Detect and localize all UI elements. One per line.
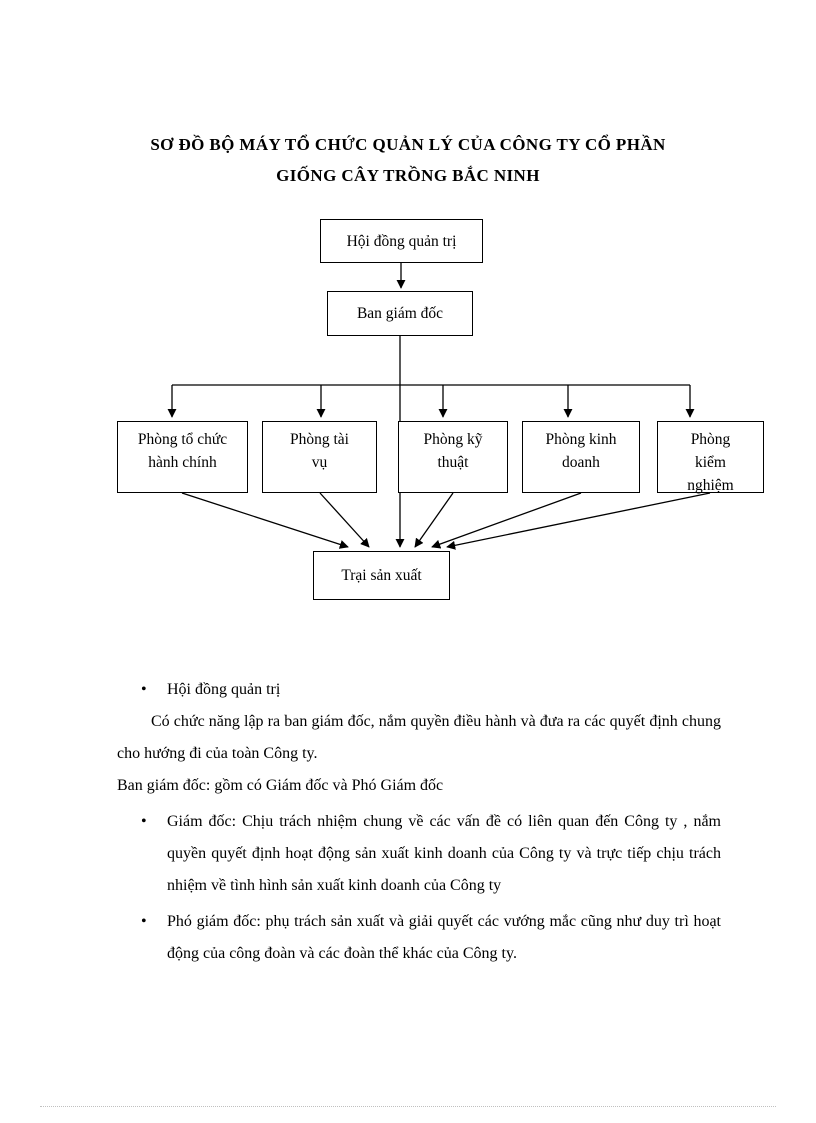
org-box-dept-business: Phòng kinh doanh [522,421,640,493]
org-box-dept-testing: Phòng kiểm nghiệm [657,421,764,494]
org-box-dept-business-label: Phòng kinh doanh [545,431,617,471]
org-box-board: Hội đồng quản trị [320,219,483,263]
org-box-production-label: Trại sản xuất [341,567,422,584]
page-title-line2: GIỐNG CÂY TRỒNG BẮC NINH [276,166,540,185]
org-box-board-label: Hội đồng quản trị [346,232,457,250]
org-box-management-label: Ban giám đốc [356,305,444,322]
page-title-line1: SƠ ĐỒ BỘ MÁY TỔ CHỨC QUẢN LÝ CỦA CÔNG TY… [150,135,666,154]
board-description: Có chức năng lập ra ban giám đốc, nắm qu… [117,713,721,762]
org-box-dept-admin-label: Phòng tổ chức hành chính [137,431,228,471]
org-box-dept-finance-label: Phòng tài vụ [290,431,349,471]
body-text: Hội đồng quản trị Có chức năng lập ra ba… [117,674,721,970]
list-item-board-label: Hội đồng quản trị [167,681,281,698]
org-box-management: Ban giám đốc [327,291,473,336]
list-item-deputy-label: Phó giám đốc: phụ trách sản xuất và giải… [167,913,721,962]
org-box-dept-technical-label: Phòng kỹ thuật [423,431,483,471]
org-box-dept-admin: Phòng tổ chức hành chính [117,421,248,493]
list-item-director-label: Giám đốc: Chịu trách nhiệm chung về các … [167,813,721,894]
org-box-dept-testing-label: Phòng kiểm nghiệm [687,431,734,494]
footer-divider [40,1106,776,1107]
list-item-director: Giám đốc: Chịu trách nhiệm chung về các … [117,806,721,902]
list-item-board: Hội đồng quản trị [117,674,721,706]
org-box-dept-technical: Phòng kỹ thuật [398,421,508,493]
list-item-deputy: Phó giám đốc: phụ trách sản xuất và giải… [117,906,721,970]
org-box-production: Trại sản xuất [313,551,450,600]
org-box-dept-finance: Phòng tài vụ [262,421,377,493]
page-title: SƠ ĐỒ BỘ MÁY TỔ CHỨC QUẢN LÝ CỦA CÔNG TY… [0,129,816,191]
management-line: Ban giám đốc: gồm có Giám đốc và Phó Giá… [117,777,444,794]
